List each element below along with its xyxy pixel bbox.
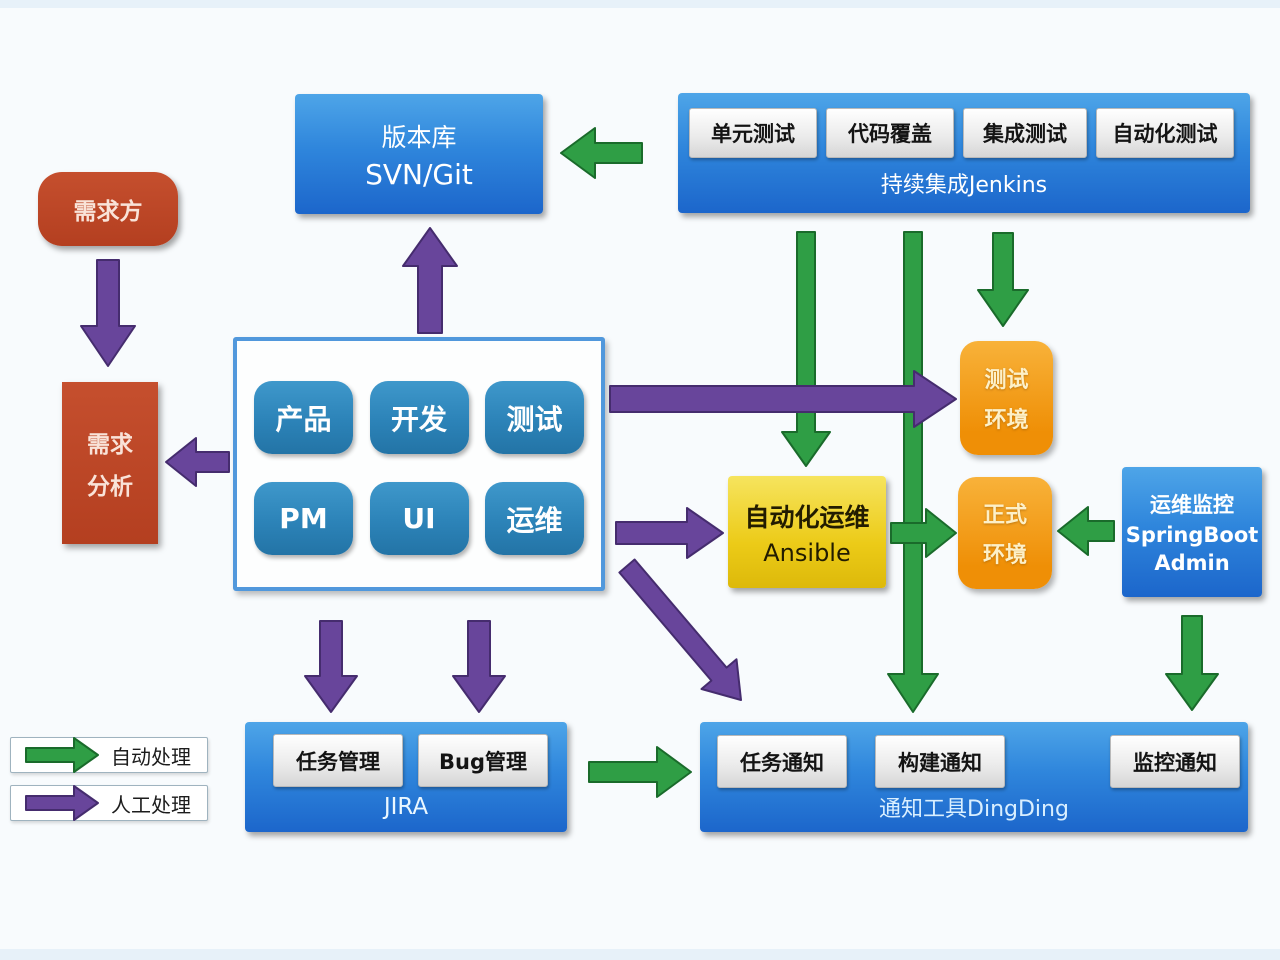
arrow-ansible-to-prodenv xyxy=(890,508,957,558)
analysis-box: 需求 分析 xyxy=(62,382,158,544)
jira-label: JIRA xyxy=(383,794,429,820)
team-role-test: 测试 xyxy=(485,381,584,454)
dingding-label: 通知工具DingDing xyxy=(879,797,1069,822)
legend-auto-label: 自动处理 xyxy=(111,744,191,769)
bottom-edge-band xyxy=(0,949,1280,960)
arrow-monitor-to-dingding xyxy=(1165,615,1219,711)
dingding-item-build-notify: 构建通知 xyxy=(875,735,1005,788)
arrow-team-to-jira-task xyxy=(304,620,358,713)
ansible-line1: 自动化运维 xyxy=(744,502,870,532)
team-role-product: 产品 xyxy=(254,381,353,454)
jira-box: 任务管理 Bug管理 JIRA xyxy=(245,722,567,832)
arrow-monitor-to-prodenv xyxy=(1057,506,1115,556)
dingding-box: 任务通知 构建通知 监控通知 通知工具DingDing xyxy=(700,722,1248,832)
jenkins-item-code-coverage: 代码覆盖 xyxy=(826,108,954,158)
arrow-jenkins-to-dingding xyxy=(887,231,939,713)
arrow-requester-to-analysis xyxy=(80,259,136,367)
arrow-jira-to-dingding xyxy=(588,746,692,798)
jenkins-item-integration-test: 集成测试 xyxy=(963,108,1087,158)
repo-line1: 版本库 xyxy=(381,122,457,152)
prod-env-line1: 正式 xyxy=(982,503,1027,528)
monitor-line1: 运维监控 xyxy=(1150,493,1234,517)
arrow-jenkins-to-ansible xyxy=(781,231,831,467)
dingding-item-monitor-notify: 监控通知 xyxy=(1110,735,1240,788)
requester-label: 需求方 xyxy=(73,199,143,225)
ansible-box: 自动化运维 Ansible xyxy=(728,476,886,588)
arrow-jenkins-to-testenv xyxy=(977,232,1029,327)
jenkins-label: 持续集成Jenkins xyxy=(880,173,1048,198)
monitor-box: 运维监控 SpringBoot Admin xyxy=(1122,467,1262,597)
arrow-team-to-repo xyxy=(402,227,458,334)
requester-box: 需求方 xyxy=(38,172,178,246)
ansible-line2: Ansible xyxy=(763,538,851,567)
arrow-team-to-analysis xyxy=(165,437,230,487)
prod-env-box: 正式 环境 xyxy=(958,477,1052,589)
dingding-item-task-notify: 任务通知 xyxy=(717,735,847,788)
arrow-team-to-testenv xyxy=(609,370,957,428)
jenkins-item-unit-test: 单元测试 xyxy=(689,108,817,158)
team-role-pm: PM xyxy=(254,482,353,555)
legend-manual-label: 人工处理 xyxy=(111,792,191,817)
arrow-team-to-jira-bug xyxy=(452,620,506,713)
team-role-dev: 开发 xyxy=(369,381,469,454)
jenkins-item-automated-test: 自动化测试 xyxy=(1096,108,1234,158)
arrow-team-to-dingding xyxy=(618,558,742,701)
repo-box: 版本库 SVN/Git xyxy=(295,94,543,214)
test-env-box: 测试 环境 xyxy=(960,341,1053,455)
team-role-ui: UI xyxy=(369,482,469,555)
prod-env-line2: 环境 xyxy=(982,543,1027,568)
legend-auto: 自动处理 xyxy=(10,737,208,773)
legend-manual: 人工处理 xyxy=(10,785,208,821)
team-box: 产品 开发 测试 PM UI 运维 xyxy=(233,337,605,591)
analysis-line1: 需求 xyxy=(87,432,133,458)
test-env-line1: 测试 xyxy=(984,368,1029,393)
analysis-line2: 分析 xyxy=(87,474,133,500)
monitor-line3: Admin xyxy=(1154,551,1230,575)
arrow-team-to-ansible xyxy=(615,507,724,559)
jira-item-task-mgmt: 任务管理 xyxy=(273,734,403,787)
test-env-line2: 环境 xyxy=(984,408,1029,433)
jenkins-box: 单元测试 代码覆盖 集成测试 自动化测试 持续集成Jenkins xyxy=(678,93,1250,213)
repo-line2: SVN/Git xyxy=(365,157,473,191)
arrow-jenkins-to-repo xyxy=(560,127,643,179)
monitor-line2: SpringBoot xyxy=(1125,523,1259,547)
team-role-ops: 运维 xyxy=(485,482,584,555)
top-edge-band xyxy=(0,0,1280,8)
jira-item-bug-mgmt: Bug管理 xyxy=(418,734,548,787)
